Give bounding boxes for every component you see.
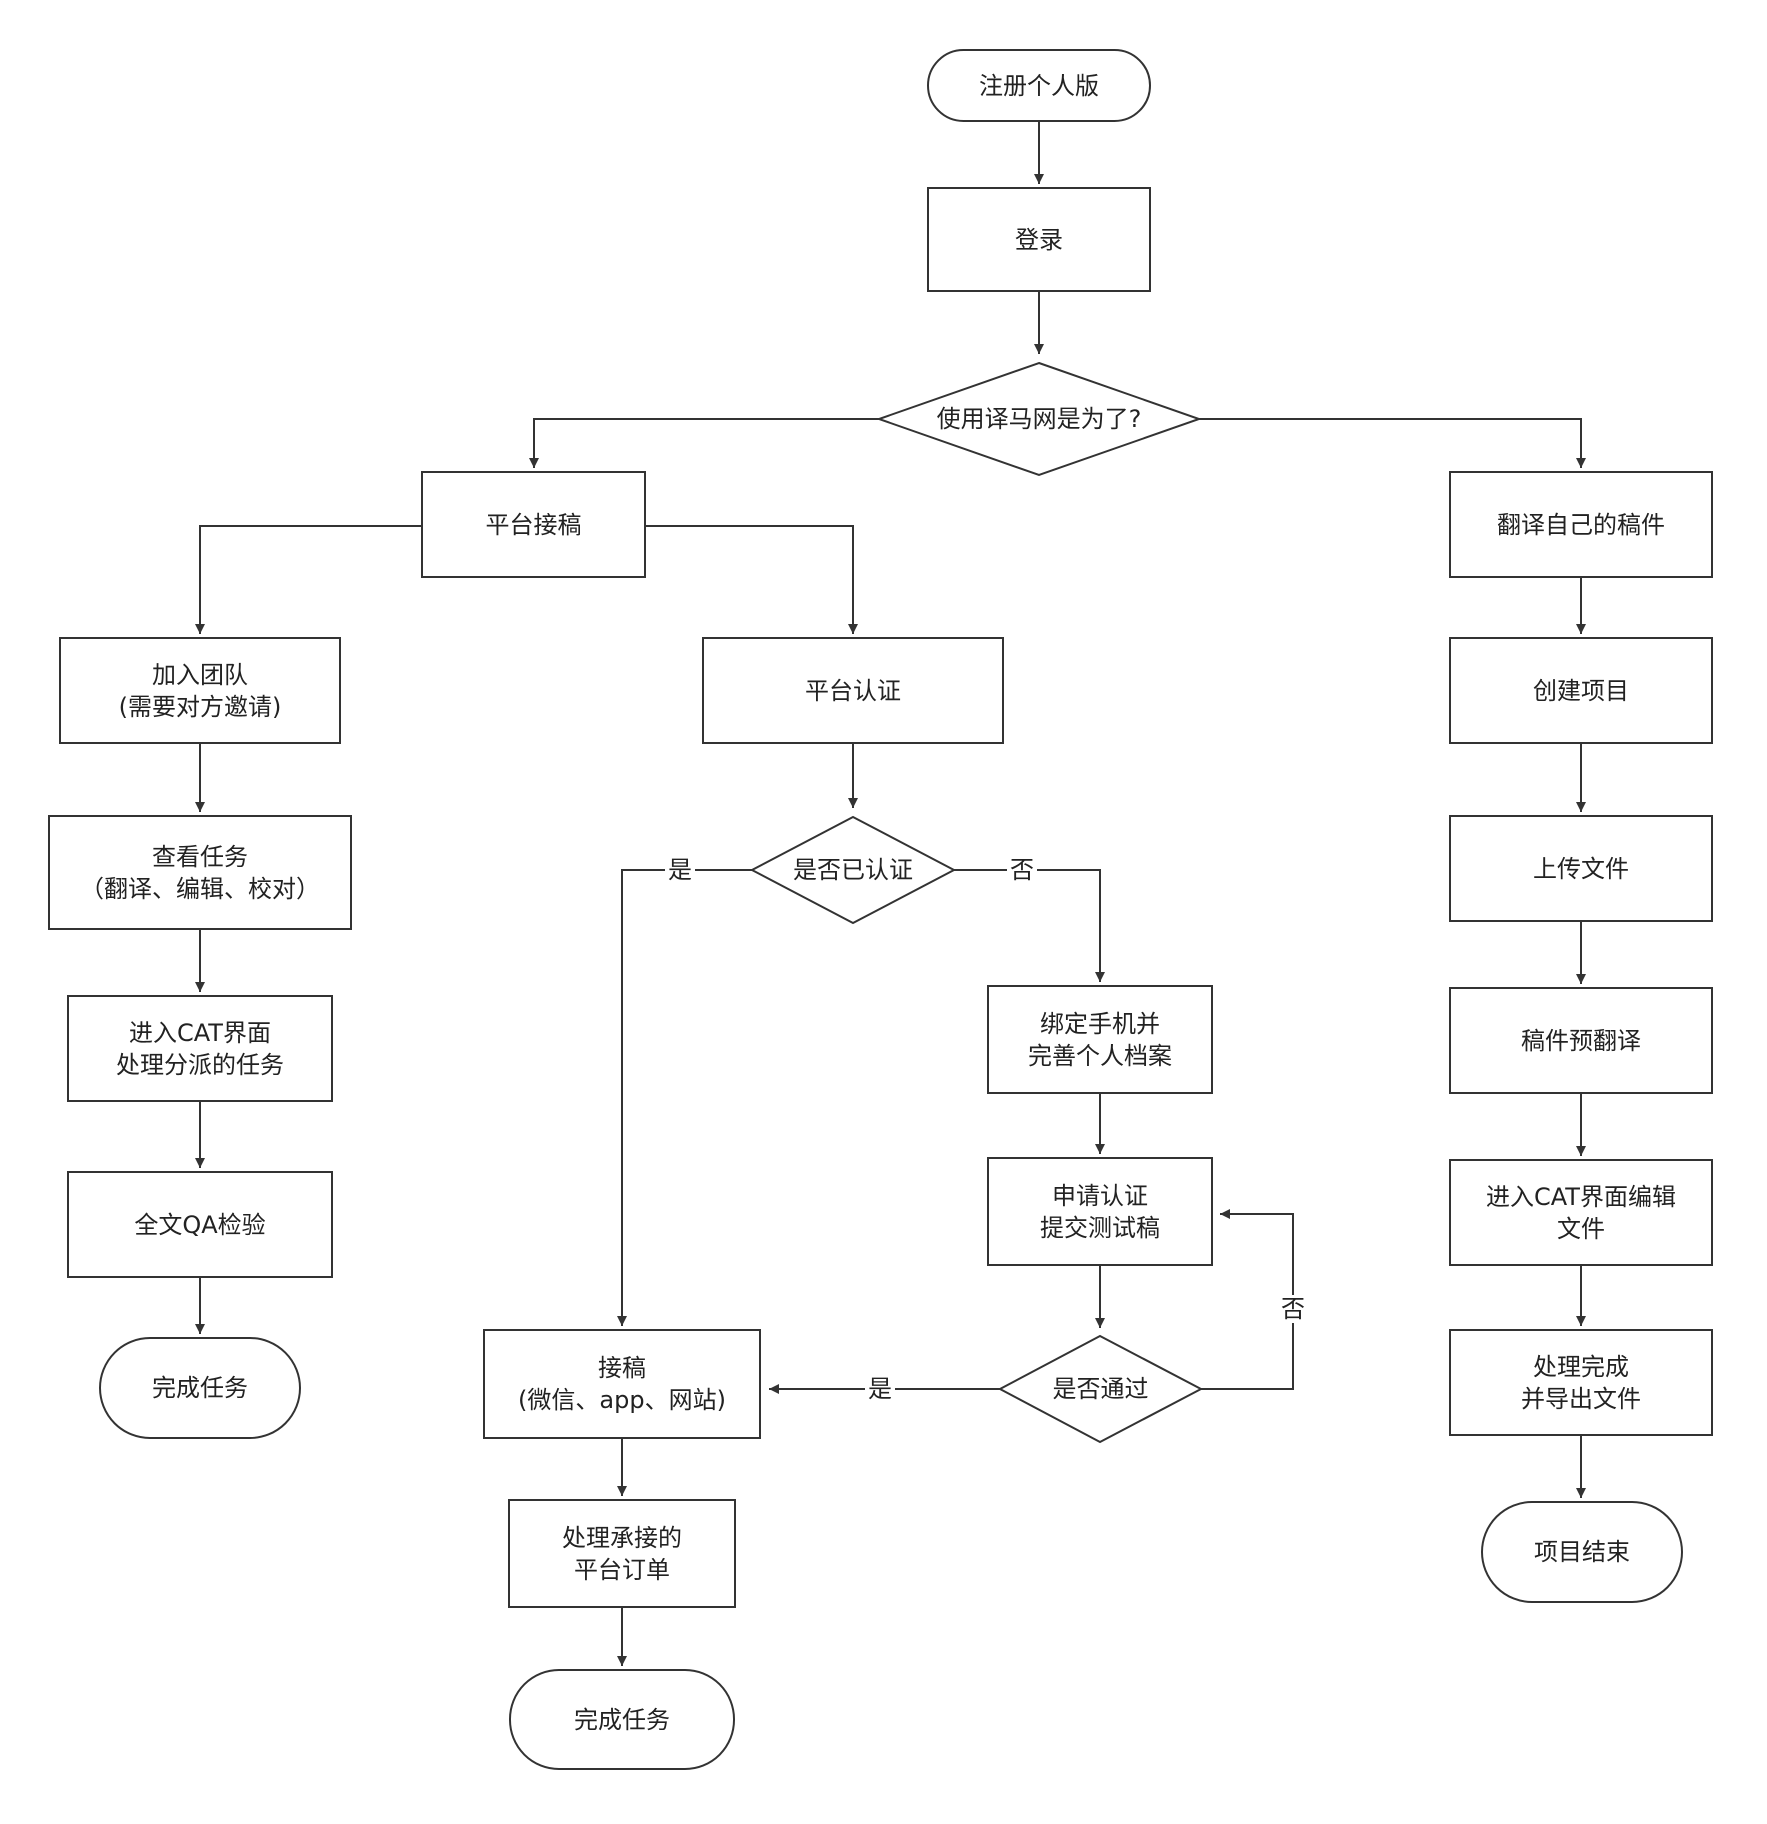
edge-purpose-platform bbox=[529, 418, 879, 468]
passed-text: 是否通过 bbox=[1052, 1375, 1149, 1403]
create-project-text: 创建项目 bbox=[1533, 676, 1629, 705]
own-manuscript-text: 翻译自己的稿件 bbox=[1497, 510, 1665, 539]
cat-tasks-line1: 进入CAT界面 bbox=[129, 1018, 271, 1047]
project-end-text: 项目结束 bbox=[1534, 1538, 1630, 1566]
create-project-box: 创建项目 bbox=[1449, 637, 1713, 744]
view-tasks-box: 查看任务 （翻译、编辑、校对） bbox=[48, 815, 352, 930]
done-mid-terminal: 完成任务 bbox=[509, 1669, 735, 1770]
cat-edit-box: 进入CAT界面编辑 文件 bbox=[1449, 1159, 1713, 1266]
export-box: 处理完成 并导出文件 bbox=[1449, 1329, 1713, 1436]
join-team-box: 加入团队 (需要对方邀请) bbox=[59, 637, 341, 744]
cat-edit-line2: 文件 bbox=[1556, 1214, 1605, 1243]
done-left-terminal: 完成任务 bbox=[99, 1337, 301, 1439]
edge-certified-no bbox=[954, 869, 1105, 982]
handle-orders-box: 处理承接的 平台订单 bbox=[508, 1499, 736, 1608]
edge-label-certified-no: 否 bbox=[1007, 856, 1037, 884]
purpose-decision: 使用译马网是为了? bbox=[879, 363, 1199, 475]
edge-platform-certify bbox=[646, 525, 858, 634]
pretranslate-text: 稿件预翻译 bbox=[1521, 1026, 1641, 1055]
upload-box: 上传文件 bbox=[1449, 815, 1713, 922]
passed-diamond-shape bbox=[997, 1334, 1204, 1444]
apply-line1: 申请认证 bbox=[1052, 1181, 1148, 1210]
accept-line1: 接稿 bbox=[598, 1354, 646, 1382]
login-box: 登录 bbox=[927, 187, 1151, 292]
edge-label-certified-yes: 是 bbox=[665, 856, 695, 884]
bind-phone-box: 绑定手机并 完善个人档案 bbox=[987, 985, 1213, 1094]
bind-phone-line2: 完善个人档案 bbox=[1028, 1041, 1172, 1070]
handle-orders-line1: 处理承接的 bbox=[562, 1523, 682, 1552]
edge-label-passed-no: 否 bbox=[1278, 1295, 1308, 1323]
qa-text: 全文QA检验 bbox=[134, 1210, 266, 1239]
is-certified-text: 是否已认证 bbox=[793, 856, 913, 884]
edge-certified-yes bbox=[617, 869, 752, 1326]
view-tasks-line2: （翻译、编辑、校对） bbox=[80, 874, 320, 903]
apply-line2: 提交测试稿 bbox=[1040, 1213, 1160, 1242]
start-terminal: 注册个人版 bbox=[927, 49, 1151, 122]
apply-box: 申请认证 提交测试稿 bbox=[987, 1157, 1213, 1266]
passed-decision: 是否通过 bbox=[1000, 1336, 1201, 1442]
join-team-line1: 加入团队 bbox=[151, 660, 248, 689]
purpose-text: 使用译马网是为了? bbox=[936, 405, 1142, 433]
purpose-diamond-shape bbox=[875, 361, 1203, 477]
cat-tasks-box: 进入CAT界面 处理分派的任务 bbox=[67, 995, 333, 1102]
export-line1: 处理完成 bbox=[1533, 1352, 1629, 1381]
view-tasks-line1: 查看任务 bbox=[152, 842, 248, 871]
pretranslate-box: 稿件预翻译 bbox=[1449, 987, 1713, 1094]
edge-purpose-own bbox=[1199, 418, 1586, 468]
edge-platform-join bbox=[195, 525, 421, 634]
platform-text: 平台接稿 bbox=[485, 510, 582, 539]
upload-text: 上传文件 bbox=[1533, 854, 1629, 883]
login-text: 登录 bbox=[1015, 225, 1063, 254]
certify-text: 平台认证 bbox=[805, 676, 901, 705]
join-team-line2: (需要对方邀请) bbox=[118, 692, 282, 721]
project-end-terminal: 项目结束 bbox=[1481, 1501, 1683, 1603]
handle-orders-line2: 平台订单 bbox=[574, 1555, 670, 1584]
start-text: 注册个人版 bbox=[979, 71, 1099, 100]
own-manuscript-box: 翻译自己的稿件 bbox=[1449, 471, 1713, 578]
certify-box: 平台认证 bbox=[702, 637, 1004, 744]
cat-tasks-line2: 处理分派的任务 bbox=[116, 1050, 284, 1079]
bind-phone-line1: 绑定手机并 bbox=[1040, 1009, 1160, 1038]
is-certified-decision: 是否已认证 bbox=[752, 817, 954, 923]
accept-line2: (微信、app、网站) bbox=[518, 1386, 726, 1414]
accept-box: 接稿 (微信、app、网站) bbox=[483, 1329, 761, 1439]
export-line2: 并导出文件 bbox=[1521, 1384, 1641, 1413]
qa-box: 全文QA检验 bbox=[67, 1171, 333, 1278]
platform-box: 平台接稿 bbox=[421, 471, 646, 578]
done-mid-text: 完成任务 bbox=[574, 1705, 670, 1734]
is-certified-diamond-shape bbox=[749, 815, 957, 925]
done-left-text: 完成任务 bbox=[152, 1374, 248, 1402]
edge-label-passed-yes: 是 bbox=[865, 1375, 895, 1403]
cat-edit-line1: 进入CAT界面编辑 bbox=[1486, 1182, 1676, 1211]
